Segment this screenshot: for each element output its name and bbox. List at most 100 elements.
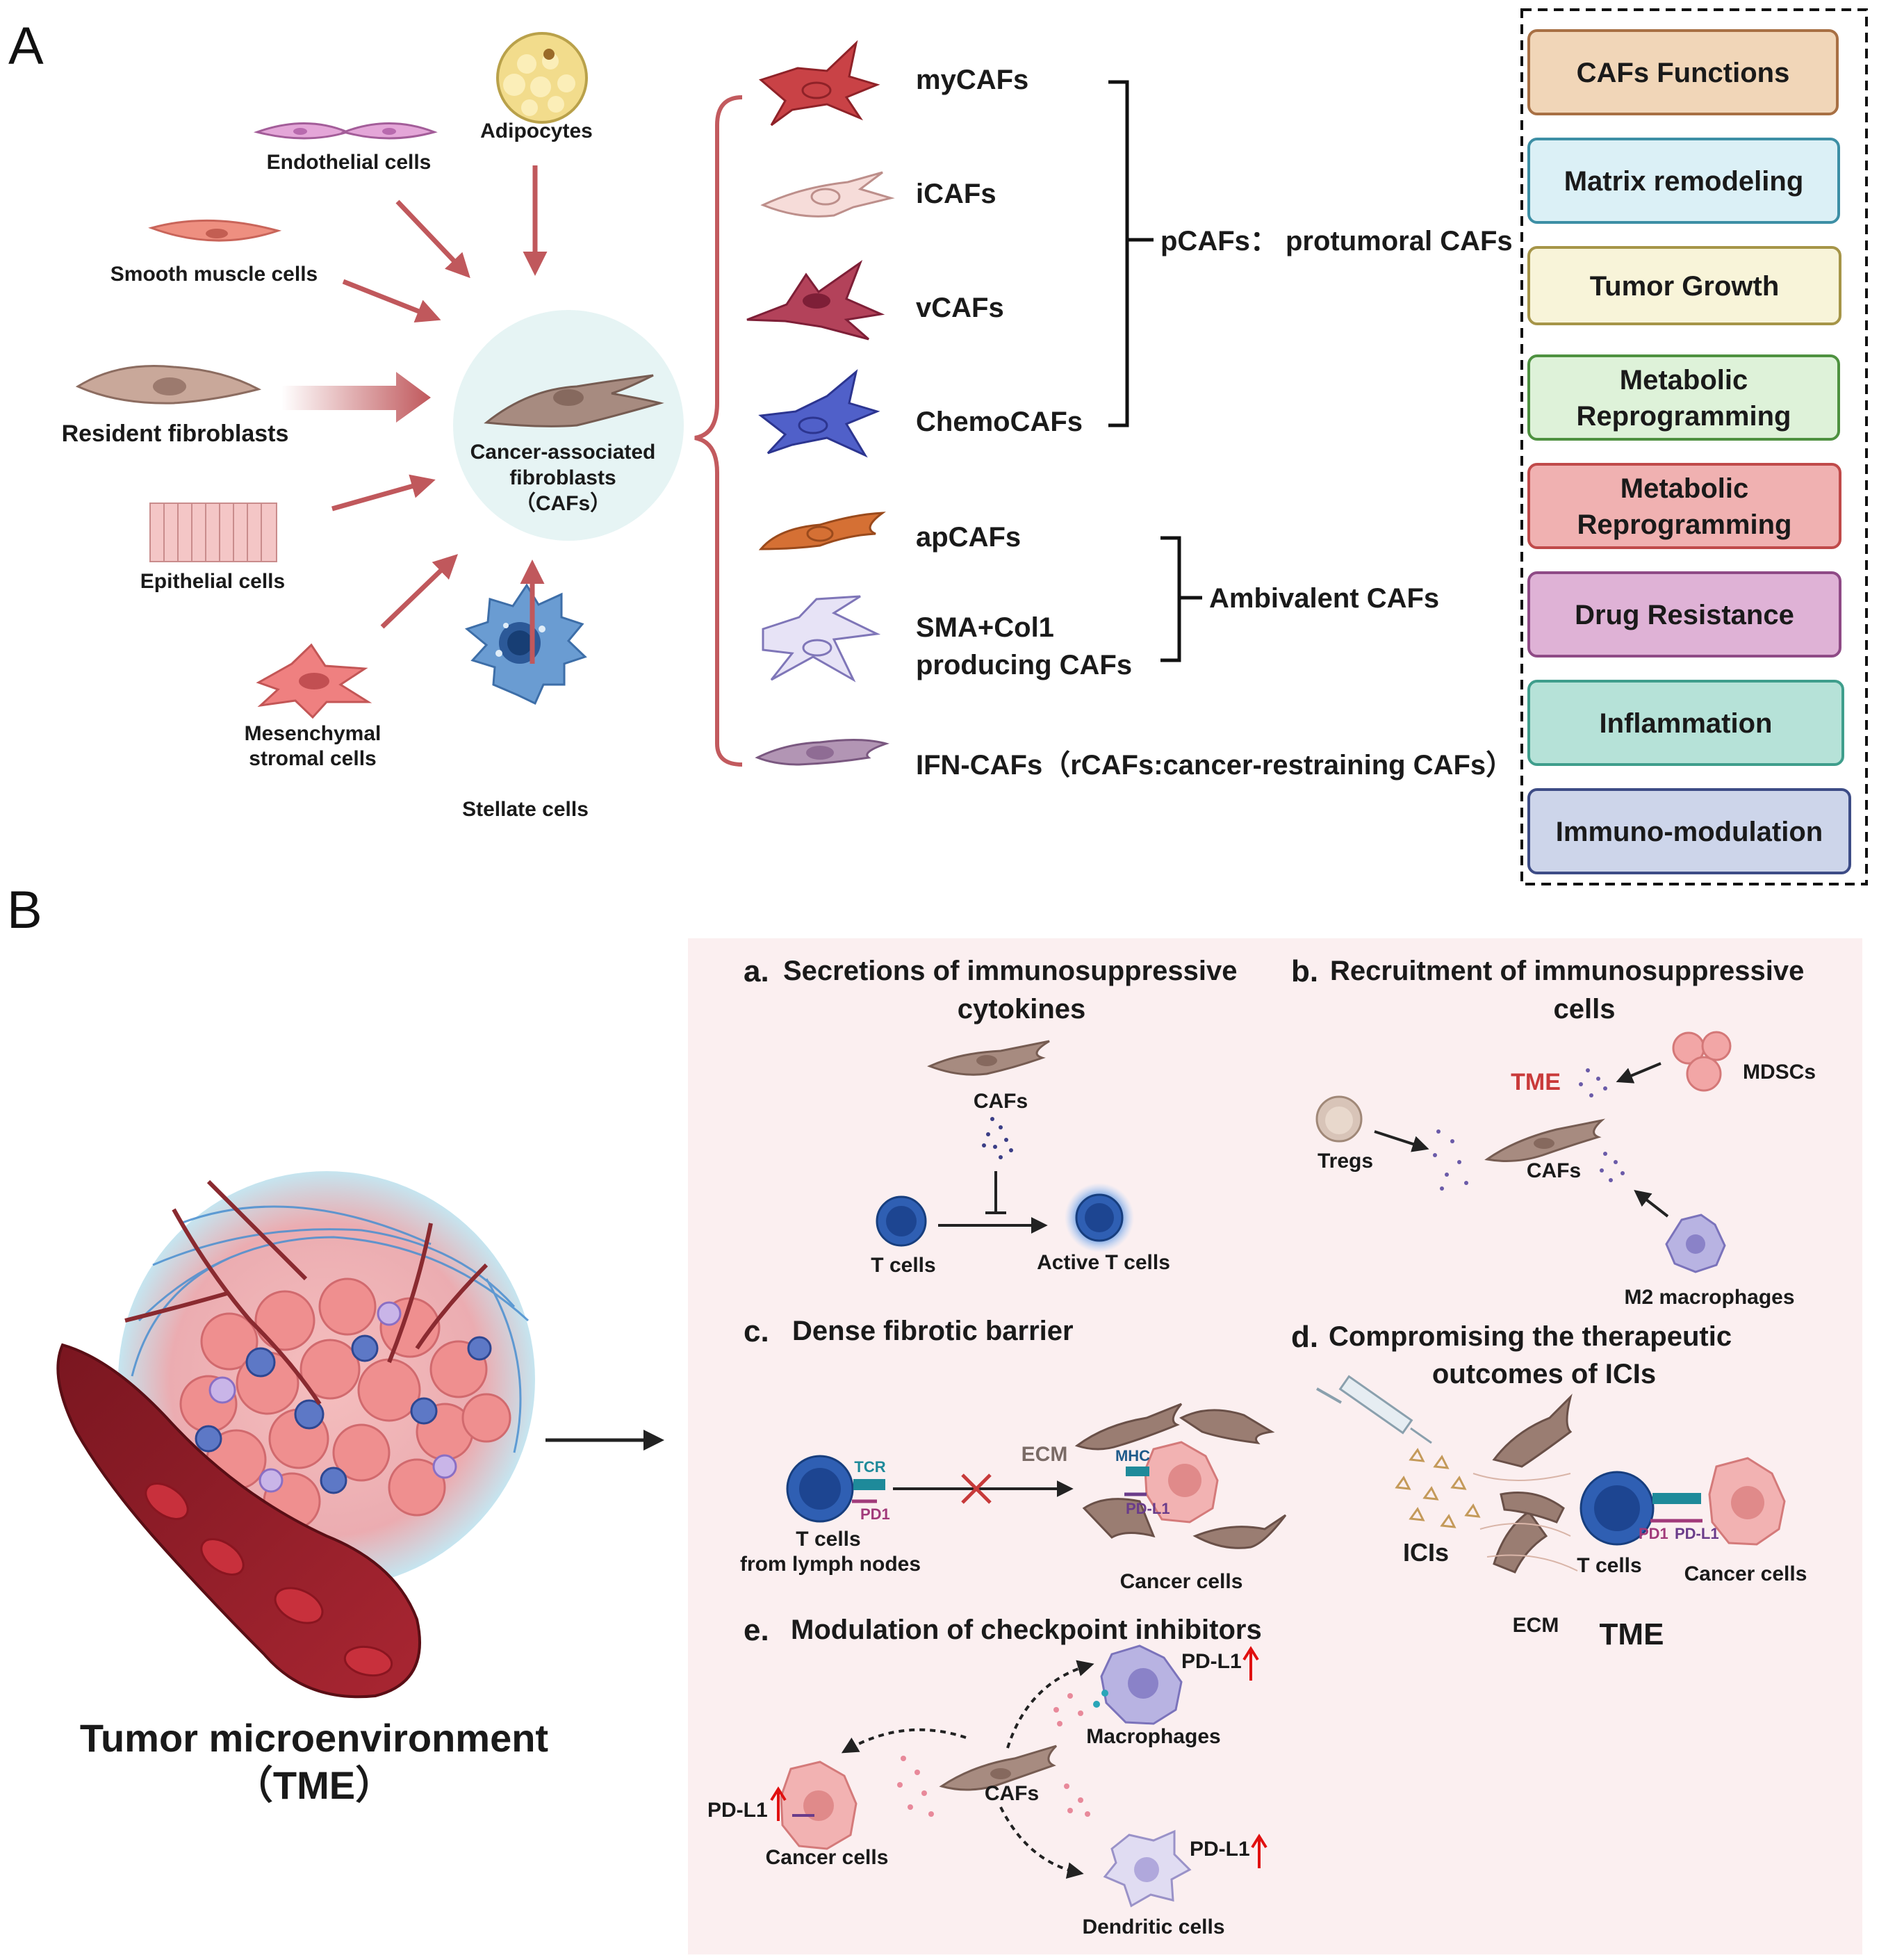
d-pd1-label: PD1 <box>1639 1525 1668 1542</box>
function-box-6 <box>1527 680 1844 766</box>
smooth-muscle-label: Smooth muscle cells <box>110 263 318 286</box>
b-title-2: cells <box>1554 994 1616 1024</box>
d-ecm-fibroblasts <box>1492 1394 1573 1574</box>
d-pdl1-label: PD-L1 <box>1675 1525 1719 1542</box>
b-tme-label: TME <box>1511 1069 1561 1095</box>
resident-label: Resident fibroblasts <box>62 420 289 447</box>
e-pdl1-macrophage-label: PD-L1 <box>1181 1650 1242 1673</box>
functions-dashed-box <box>1520 8 1868 885</box>
adipocytes-label: Adipocytes <box>480 120 593 142</box>
c-cancer-label: Cancer cells <box>1120 1570 1243 1593</box>
icafs-label: iCAFs <box>916 179 996 209</box>
d-ecm-label: ECM <box>1513 1614 1559 1637</box>
d-ecm-fibers <box>1472 1473 1578 1571</box>
ambivalent-bracket <box>1160 536 1202 662</box>
tme-title-2: （TME） <box>234 1763 394 1807</box>
a-inhibit-line <box>985 1171 1006 1214</box>
function-label-6-0: Inflammation <box>1600 708 1773 739</box>
epithelial-label: Epithelial cells <box>140 570 285 593</box>
ifn-cafs-label: IFN-CAFs（rCAFs:cancer-restraining CAFs） <box>916 750 1513 781</box>
vcafs-label: vCAFs <box>916 293 1004 323</box>
tumor-illustration <box>56 1171 535 1699</box>
caf-center-line2: fibroblasts <box>509 466 616 489</box>
function-label-0-0: CAFs Functions <box>1577 58 1790 88</box>
function-label-7-0: Immuno-modulation <box>1556 817 1823 847</box>
a-active-label: Active T cells <box>1037 1251 1170 1274</box>
e-pdl1-cancer-label: PD-L1 <box>707 1799 768 1822</box>
c-cancer-cell-icon <box>1144 1441 1219 1524</box>
endothelial-label: Endothelial cells <box>267 151 432 174</box>
a-letter: a. <box>744 954 769 988</box>
b-treg-nucleus <box>1325 1106 1353 1134</box>
b-dots-left <box>1433 1129 1468 1191</box>
function-item-7: Immuno-modulation <box>1527 788 1851 874</box>
b-mdsc-icon <box>1672 1031 1732 1092</box>
vcafs-icon <box>746 259 885 341</box>
a-caf-icon <box>927 1040 1050 1076</box>
e-dendritic-label: Dendritic cells <box>1082 1916 1224 1938</box>
function-item-6: Inflammation <box>1527 680 1844 766</box>
b-cafs-label: CAFs <box>1527 1159 1581 1182</box>
c-tcr-label: TCR <box>854 1458 885 1476</box>
e-cafs-label: CAFs <box>985 1782 1039 1805</box>
d-title-2: outcomes of ICIs <box>1432 1359 1656 1389</box>
e-title: Modulation of checkpoint inhibitors <box>791 1615 1262 1645</box>
e-arrow-to-dendritic <box>999 1806 1084 1879</box>
function-label-3-1: Reprogramming <box>1577 401 1791 432</box>
caf-center-line3: （CAFs） <box>515 491 611 515</box>
subtype-brace <box>694 95 743 767</box>
mesenchymal-label-1: Mesenchymal <box>245 722 381 745</box>
adipocyte-icon <box>496 32 588 124</box>
a-cytokine-dots <box>982 1117 1013 1159</box>
e-letter: e. <box>744 1613 769 1647</box>
d-cancer-cell-icon <box>1708 1457 1786 1546</box>
c-pd1-label: PD1 <box>860 1505 890 1523</box>
smooth-muscle-cell-icon <box>148 219 282 242</box>
ambivalent-label: Ambivalent CAFs <box>1209 583 1439 614</box>
mycafs-icon <box>758 40 880 126</box>
icafs-icon <box>760 171 895 218</box>
mycafs-label: myCAFs <box>916 65 1028 95</box>
function-label-1-0: Matrix remodeling <box>1564 166 1804 197</box>
c-block-x <box>961 1473 992 1504</box>
b-tregs-label: Tregs <box>1318 1150 1373 1173</box>
e-macrophage-icon <box>1093 1644 1183 1725</box>
function-box-4 <box>1527 463 1841 549</box>
function-label-3-0: Metabolic <box>1620 365 1748 395</box>
function-box-7 <box>1527 788 1851 874</box>
e-arrow-to-cancer <box>841 1728 967 1754</box>
e-up-arrow-macrophage <box>1242 1646 1259 1681</box>
a-title-2: cytokines <box>958 994 1086 1024</box>
resident-thick-arrow <box>281 372 431 423</box>
b-mdscs-label: MDSCs <box>1743 1061 1816 1084</box>
function-box-5 <box>1527 571 1841 658</box>
e-cytokine-dots <box>897 1693 1090 1817</box>
d-ici-triangles <box>1395 1448 1481 1528</box>
c-tcells-label-1: T cells <box>796 1528 860 1551</box>
a-tcell-nucleus <box>886 1206 917 1236</box>
stellate-cell-icon <box>464 583 587 705</box>
resident-fibroblast-icon <box>75 365 262 405</box>
e-dendritic-cell-icon <box>1103 1829 1192 1908</box>
function-label-4-1: Reprogramming <box>1577 509 1792 540</box>
e-up-arrow-cancer <box>770 1786 787 1821</box>
d-letter: d. <box>1291 1320 1318 1354</box>
d-cancer-label: Cancer cells <box>1684 1562 1807 1585</box>
mesenchymal-label-2: stromal cells <box>249 747 376 770</box>
a-title-1: Secretions of immunosuppressive <box>783 956 1238 986</box>
sma-col1-label-2: producing CAFs <box>916 650 1132 680</box>
panel-a-letter: A <box>8 17 44 76</box>
function-item-2: Tumor Growth <box>1527 246 1841 325</box>
e-macrophages-label: Macrophages <box>1086 1725 1220 1748</box>
c-mhc-receptor <box>1126 1467 1149 1476</box>
e-cancer-cell-icon <box>780 1761 858 1850</box>
epithelial-cell-icon <box>149 503 277 562</box>
d-icis-label: ICIs <box>1403 1538 1449 1567</box>
c-letter: c. <box>744 1314 769 1348</box>
b-title-1: Recruitment of immunosuppressive <box>1330 956 1804 986</box>
b-dots-top <box>1579 1068 1607 1097</box>
sma-col1-label-1: SMA+Col1 <box>916 612 1054 643</box>
e-caf-icon <box>939 1745 1058 1791</box>
